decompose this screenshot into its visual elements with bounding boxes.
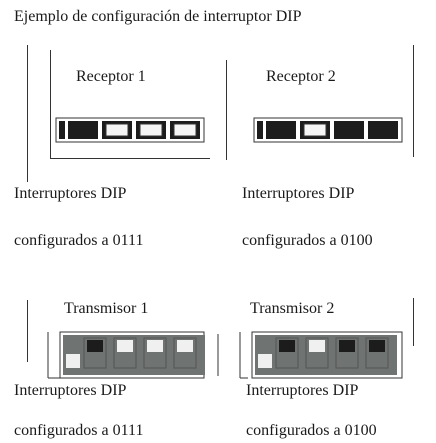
transmitter-2-switches xyxy=(255,335,397,375)
receiver-1-dip-switch xyxy=(55,117,205,143)
receiver-1-bottom-line xyxy=(50,158,210,159)
transmitter-2-switch-4-state xyxy=(369,340,385,352)
receiver-1-switch-2-on xyxy=(105,123,129,137)
receiver-1-switch-4-on xyxy=(173,123,197,137)
receiver-1-caption-line1: Interruptores DIP xyxy=(14,185,127,202)
transmitter-1-on-indicator xyxy=(66,354,80,368)
transmitter-2-switch-1-state xyxy=(279,340,295,352)
transmitter-2-title: Transmisor 2 xyxy=(250,300,335,317)
receiver-1-left-line xyxy=(27,45,28,182)
transmitter-1-caption-line1: Interruptores DIP xyxy=(14,382,127,399)
receiver-2-switch-3 xyxy=(334,121,364,139)
receiver-1-inner-line xyxy=(50,50,51,158)
receiver-1-switch-edge xyxy=(59,121,65,139)
receiver-2-switch-4 xyxy=(368,121,398,139)
receiver-2-switch-1 xyxy=(266,121,296,139)
receiver-2-dip-switch xyxy=(253,117,403,143)
transmitter-2-caption-line2: configurados a 0100 xyxy=(246,422,377,439)
transmitter-1-title: Transmisor 1 xyxy=(64,300,149,317)
transmitter-2-right-line xyxy=(413,298,414,346)
transmitter-2-dip-switch xyxy=(239,331,403,379)
receiver-1-title: Receptor 1 xyxy=(76,68,146,85)
receiver-2-title: Receptor 2 xyxy=(266,68,336,85)
receiver-2-switch-edge xyxy=(257,121,263,139)
receiver-1-switch-3-on xyxy=(139,123,163,137)
receiver-2-caption-line1: Interruptores DIP xyxy=(242,185,355,202)
receiver-2-right-line xyxy=(413,45,414,157)
transmitter-1-caption-line2: configurados a 0111 xyxy=(14,422,144,439)
transmitter-1-switch-3-state xyxy=(147,340,163,352)
receiver-2-switch-2-on xyxy=(303,123,327,137)
transmitter-2-switch-3-state xyxy=(339,340,355,352)
transmitter-1-switches xyxy=(63,335,205,375)
transmitter-2-on-indicator xyxy=(258,354,272,368)
transmitter-1-dip-switch xyxy=(47,331,219,379)
diagram-title: Ejemplo de configuración de interruptor … xyxy=(14,8,302,25)
transmitter-1-left-line xyxy=(27,300,28,362)
receiver-2-caption-line2: configurados a 0100 xyxy=(242,232,373,249)
receiver-1-switches xyxy=(59,121,200,139)
receiver-1-switch-1 xyxy=(68,121,98,139)
transmitter-1-switch-1-state xyxy=(87,340,103,352)
transmitter-1-switch-2-state xyxy=(117,340,133,352)
transmitter-1-switch-4-state xyxy=(177,340,193,352)
transmitter-2-caption-line1: Interruptores DIP xyxy=(246,382,359,399)
receiver-1-caption-line2: configurados a 0111 xyxy=(14,232,144,249)
transmitter-2-switch-2-state xyxy=(309,340,325,352)
receiver-1-right-line xyxy=(226,60,227,160)
receiver-2-switches xyxy=(257,121,398,139)
